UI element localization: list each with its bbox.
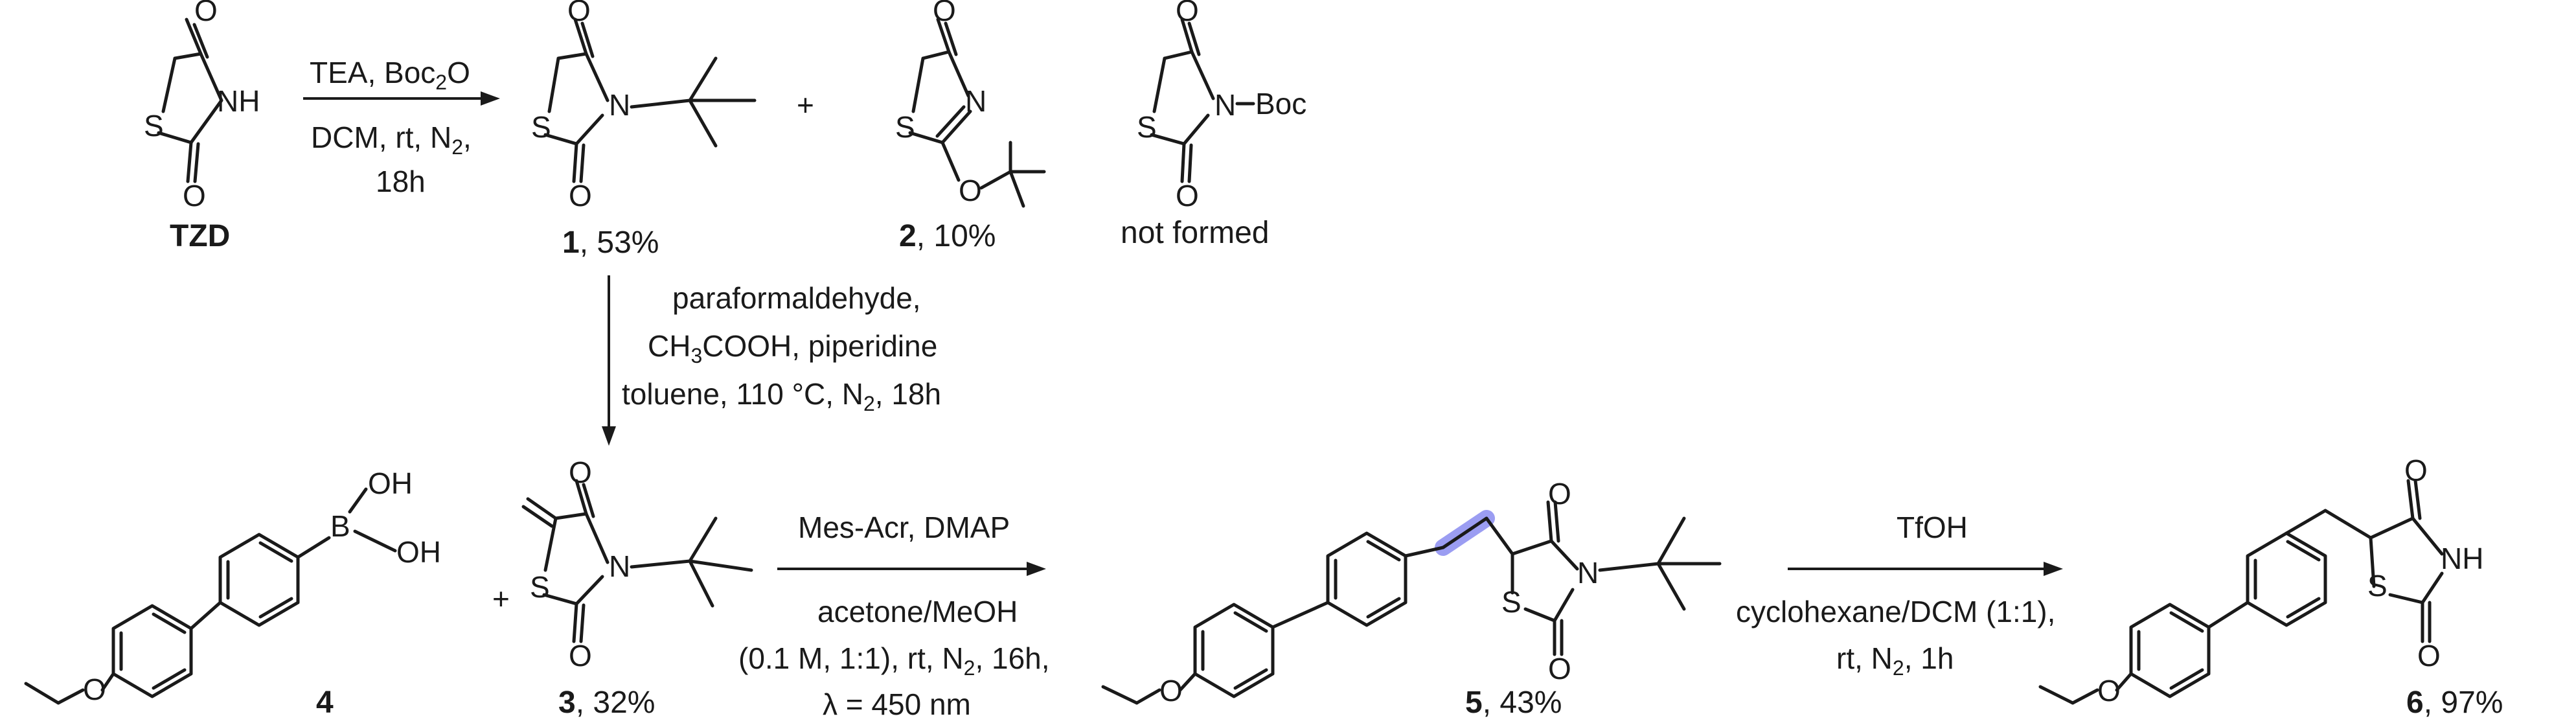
compound-6-structure: O O NH S O 6, 97%: [2038, 454, 2503, 720]
reaction4-line1: cyclohexane/DCM (1:1),: [1736, 595, 2055, 628]
compound-3-label: 3, 32%: [558, 685, 655, 720]
c3-nitrogen: N: [609, 549, 630, 583]
c4-oh-right: OH: [396, 535, 441, 569]
c2-sulfur: S: [895, 110, 915, 144]
boc-nitrogen: N: [1214, 88, 1236, 122]
compound-5-label: 5, 43%: [1465, 685, 1562, 720]
reaction3-line3: λ = 450 nm: [823, 687, 971, 721]
tzd-oxygen-top: O: [194, 0, 218, 27]
compound-1-label: 1, 53%: [562, 225, 659, 260]
c5-oxygen: O: [1159, 674, 1183, 708]
reaction-arrow-1: TEA, Boc2O DCM, rt, N2, 18h: [303, 56, 500, 198]
boc-substituent: Boc: [1255, 87, 1306, 121]
c4-oxygen: O: [83, 673, 106, 706]
c1-nitrogen: N: [609, 88, 630, 122]
reaction-arrow-2: paraformaldehyde, CH3COOH, piperidine to…: [602, 275, 941, 446]
c3-sulfur: S: [530, 570, 550, 604]
c2-nitrogen: N: [965, 84, 986, 118]
c5-nitrogen: N: [1577, 556, 1599, 590]
boc-sulfur: S: [1137, 110, 1157, 144]
tzd-sulfur: S: [144, 109, 164, 143]
reaction2-line2: CH3COOH, piperidine: [648, 329, 937, 367]
reaction3-top: Mes-Acr, DMAP: [798, 511, 1010, 544]
c3-oxygen-bottom: O: [569, 639, 592, 673]
reaction3-line2: (0.1 M, 1:1), rt, N2, 16h,: [738, 641, 1050, 680]
c4-oh-top: OH: [368, 466, 413, 500]
reaction2-line3: toluene, 110 °C, N2, 18h: [622, 377, 941, 415]
reaction-arrow-4: TfOH cyclohexane/DCM (1:1), rt, N2, 1h: [1736, 511, 2063, 680]
reaction2-line1: paraformaldehyde,: [672, 281, 921, 315]
boc-oxygen-top: O: [1176, 0, 1199, 27]
plus-sign-1: +: [797, 88, 814, 122]
tzd-nh: NH: [217, 84, 260, 118]
c5-oxygen-bottom: O: [1548, 652, 1571, 685]
compound-1-structure: O N S O 1, 53%: [531, 0, 757, 260]
compound-4-label: 4: [316, 685, 334, 720]
not-formed-label: not formed: [1121, 216, 1269, 250]
reaction1-conditions-line1: DCM, rt, N2,: [311, 121, 472, 159]
compound-5-structure: O O N S O 5, 43%: [1101, 477, 1722, 720]
reaction4-top: TfOH: [1897, 511, 1968, 544]
c5-oxygen-top: O: [1548, 477, 1571, 511]
compound-2-label: 2, 10%: [899, 219, 996, 253]
compound-6-label: 6, 97%: [2406, 685, 2503, 720]
compound-2-structure: O N S O 2, 10%: [895, 0, 1046, 253]
c6-oxygen-top: O: [2404, 454, 2428, 487]
boc-compound-structure: O N S O Boc not formed: [1121, 0, 1306, 250]
c3-oxygen-top: O: [569, 455, 592, 489]
tzd-oxygen-bottom: O: [183, 179, 206, 213]
compound-3-structure: O N S O 3, 32%: [521, 455, 753, 720]
c1-sulfur: S: [531, 110, 551, 144]
c6-oxygen: O: [2097, 674, 2121, 708]
compound-4-structure: O B OH OH 4: [24, 466, 441, 720]
c4-boron: B: [330, 509, 350, 543]
reaction4-line2: rt, N2, 1h: [1836, 641, 1954, 680]
tzd-structure: O NH S O TZD: [144, 0, 260, 253]
c1-oxygen-bottom: O: [569, 179, 592, 213]
reaction1-conditions-line2: 18h: [376, 165, 426, 198]
c2-oxygen-ether: O: [959, 174, 982, 207]
plus-sign-2: +: [492, 582, 510, 616]
c6-nh: NH: [2441, 542, 2483, 575]
reaction-arrow-3: Mes-Acr, DMAP acetone/MeOH (0.1 M, 1:1),…: [738, 511, 1050, 721]
tzd-label: TZD: [170, 219, 230, 253]
c6-sulfur: S: [2367, 569, 2388, 603]
c6-oxygen-bottom: O: [2417, 639, 2441, 673]
reaction1-reagents: TEA, Boc2O: [310, 56, 470, 94]
c5-sulfur: S: [1501, 585, 1522, 619]
c2-oxygen-top: O: [933, 0, 956, 27]
c1-oxygen-top: O: [567, 0, 591, 27]
reaction3-line1: acetone/MeOH: [817, 595, 1018, 628]
boc-oxygen-bottom: O: [1176, 179, 1199, 213]
